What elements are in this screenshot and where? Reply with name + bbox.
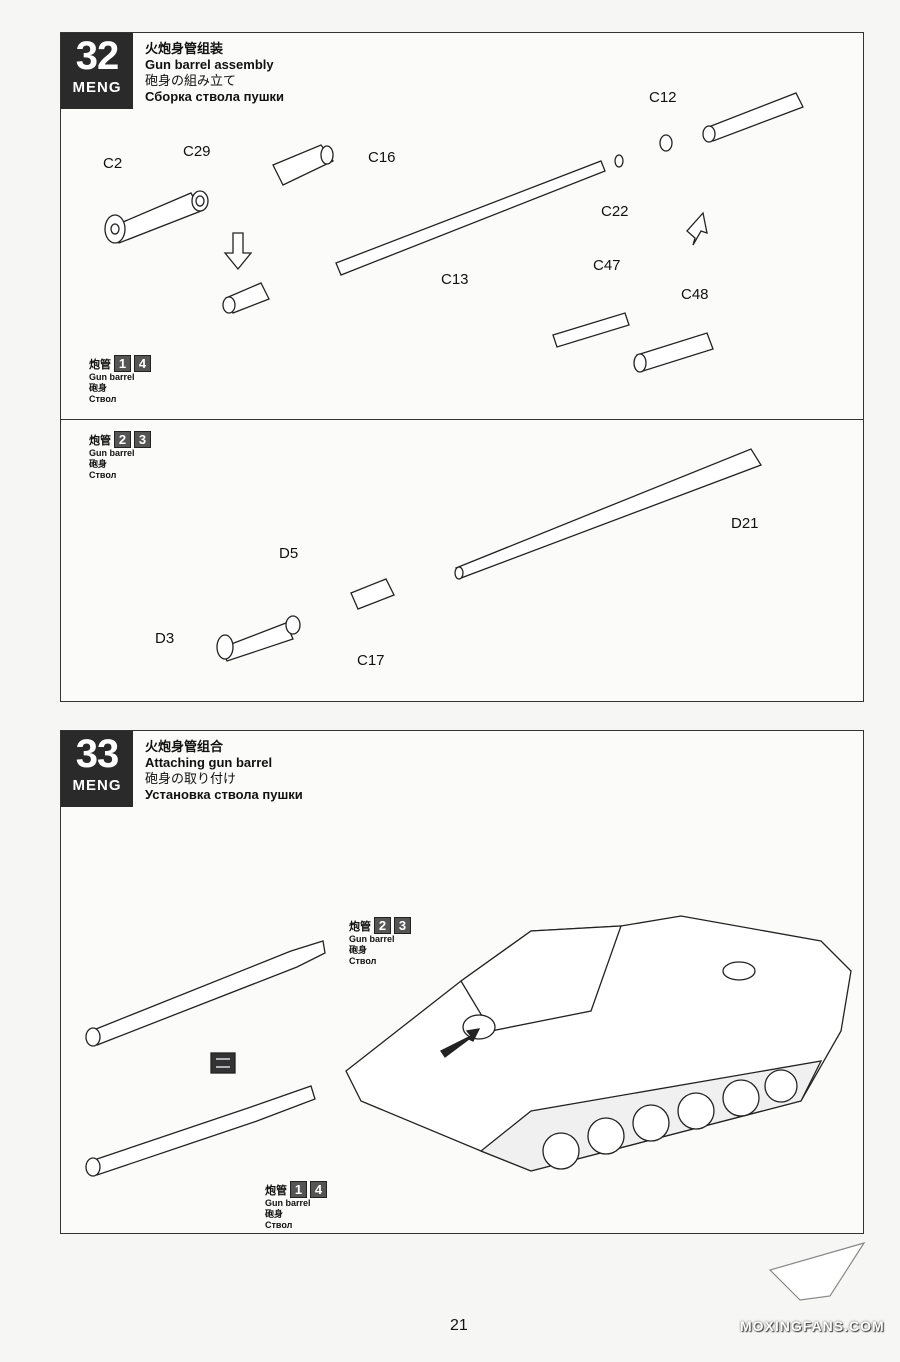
brand-logo: MENG [72,79,122,96]
part-label-c12: C12 [649,89,677,106]
step-number-badge: 33 MENG [61,731,133,807]
tube-drawing [702,92,804,143]
note-ja: 砲身 [89,383,108,393]
version-badge: 3 [394,917,411,934]
arrow-up-icon [686,211,708,246]
part-d3-drawing [216,622,294,662]
note-en: Gun barrel [89,372,135,382]
step-number: 33 [75,732,120,776]
part-c22-drawing [614,154,624,168]
arrow-icon [440,1028,481,1058]
note-zh: 炮管 [349,921,371,933]
step-title: 火炮身管组装 Gun barrel assembly 砲身の組み立て Сборк… [145,41,284,105]
part-label-c47: C47 [593,257,621,274]
version-badge: 2 [114,431,131,448]
part-label-c22: C22 [601,203,629,220]
note-en: Gun barrel [265,1198,311,1208]
tank-hull-drawing [345,915,852,1172]
barrel-1-4-drawing [85,1085,316,1177]
part-c17-drawing [350,578,395,610]
title-ja: 砲身の取り付け [145,771,237,786]
page-number: 21 [450,1317,468,1334]
step-number-badge: 32 MENG [61,33,133,109]
title-ru: Установка ствола пушки [145,787,303,802]
part-label-c13: C13 [441,271,469,288]
swap-icon [210,1052,236,1074]
note-zh: 炮管 [89,435,111,447]
title-ru: Сборка ствола пушки [145,89,285,104]
step-title: 火炮身管组合 Attaching gun barrel 砲身の取り付け Уста… [145,739,303,803]
barrel-assembly-diagram [104,92,804,662]
part-label-c17: C17 [357,652,385,669]
title-en: Gun barrel assembly [145,57,274,72]
part-label-c48: C48 [681,286,709,303]
version-badge: 2 [374,917,391,934]
title-zh: 火炮身管组装 [145,41,224,56]
version-badge: 3 [134,431,151,448]
note-ja: 砲身 [265,1209,284,1219]
part-c47-drawing [552,312,630,348]
part-d5-drawing [285,615,301,635]
part-label-c16: C16 [368,149,396,166]
part-c2-drawing [104,192,202,244]
part-c29-drawing [191,190,209,212]
note-ru: Ствол [265,1220,293,1230]
tank-attachment-diagram [85,915,852,1177]
note-en: Gun barrel [89,448,135,458]
watermark: MOXINGFANS.COM [740,1318,885,1334]
title-ja: 砲身の組み立て [145,73,237,88]
note-zh: 炮管 [265,1185,287,1197]
assembled-muzzle-drawing [222,282,270,314]
part-d21-drawing [454,448,762,580]
part-c16-drawing [272,144,334,186]
note-zh: 炮管 [89,359,111,371]
step-32-panel: 32 MENG 火炮身管组装 Gun barrel assembly 砲身の組み… [60,32,864,702]
note-en: Gun barrel [349,934,395,944]
step-33-panel: 33 MENG 火炮身管组合 Attaching gun barrel 砲身の取… [60,730,864,1234]
step-number: 32 [75,34,120,78]
version-badge: 1 [114,355,131,372]
brand-logo: MENG [72,777,122,794]
arrow-down-icon [223,232,253,271]
note-ja: 砲身 [349,945,368,955]
note-ru: Ствол [89,394,117,404]
variant-divider [61,419,863,420]
part-label-c29: C29 [183,143,211,160]
barrel-2-3-drawing [85,940,326,1047]
part-label-c2: C2 [103,155,123,172]
note-ja: 砲身 [89,459,108,469]
part-c48-drawing [633,332,714,373]
note-ru: Ствол [349,956,377,966]
title-zh: 火炮身管组合 [145,739,224,754]
title-en: Attaching gun barrel [145,755,273,770]
version-badge: 4 [134,355,151,372]
part-c13-drawing [335,160,606,276]
version-badge: 1 [290,1181,307,1198]
part-label-d3: D3 [155,630,175,647]
note-ru: Ствол [89,470,117,480]
part-label-d21: D21 [731,515,759,532]
version-badge: 4 [310,1181,327,1198]
part-c12-drawing [659,134,673,152]
part-label-d5: D5 [279,545,299,562]
